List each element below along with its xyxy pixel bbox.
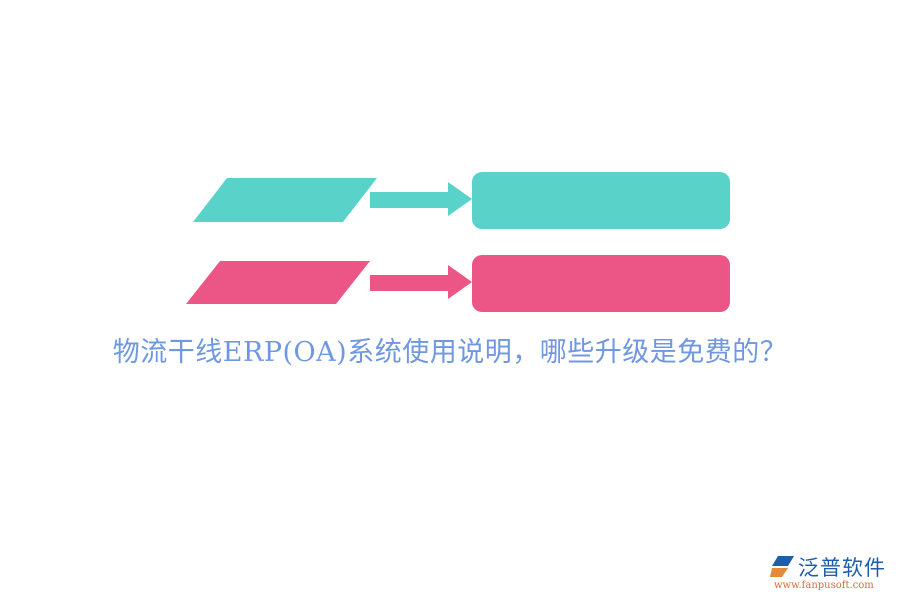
fanpu-logo: 泛普软件 www.fanpusoft.com bbox=[770, 552, 895, 597]
teal-rounded-box bbox=[472, 172, 730, 229]
fanpu-logo-icon bbox=[770, 556, 794, 577]
pink-right-arrow-icon bbox=[370, 265, 472, 299]
pink-parallelogram bbox=[186, 261, 370, 304]
teal-right-arrow-icon bbox=[370, 182, 472, 216]
caption-title: 物流干线ERP(OA)系统使用说明，哪些升级是免费的？ bbox=[112, 337, 788, 368]
teal-parallelogram bbox=[193, 178, 377, 222]
logo-url: www.fanpusoft.com bbox=[774, 580, 874, 591]
pink-rounded-box bbox=[472, 255, 730, 312]
logo-name: 泛普软件 bbox=[798, 556, 886, 580]
